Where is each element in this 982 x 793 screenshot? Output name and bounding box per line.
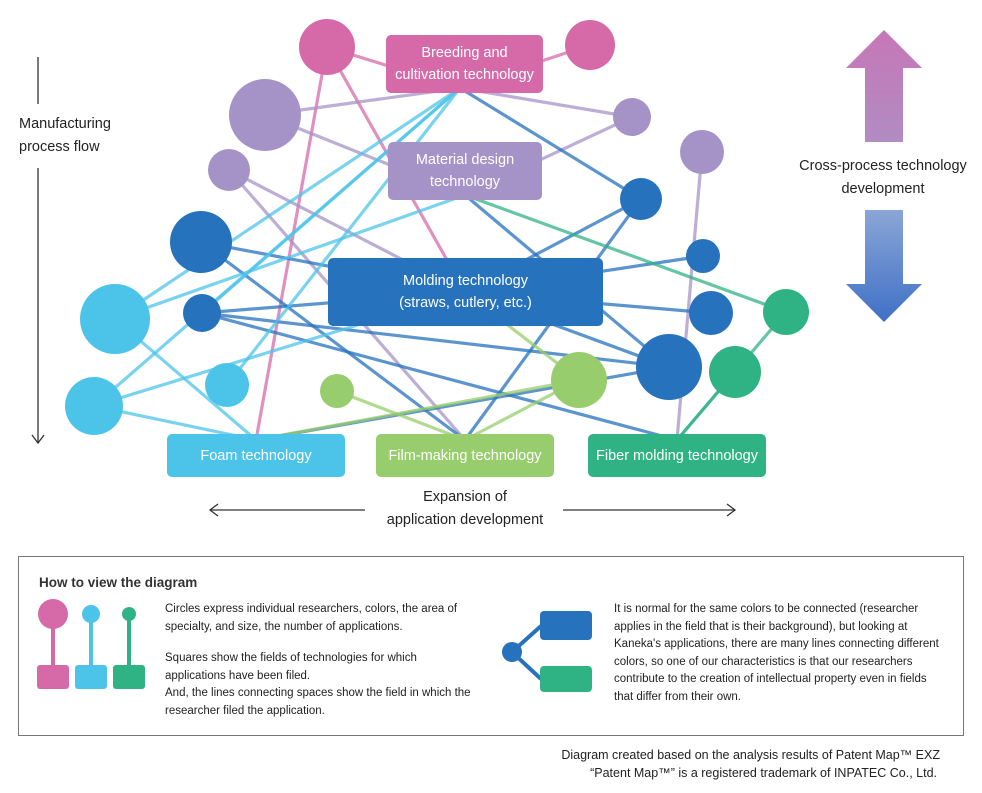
box-film-label: Film-making technology	[388, 447, 542, 464]
legend-sample-square	[113, 665, 145, 689]
legend-sample-circle	[38, 599, 68, 629]
researcher-circle	[229, 79, 301, 151]
connection-line	[114, 86, 461, 321]
box-foam: Foam technology	[167, 434, 345, 477]
footnote-line1: Diagram created based on the analysis re…	[561, 748, 940, 762]
arrows	[31, 30, 922, 517]
researcher-circle	[565, 20, 615, 70]
box-breeding-line2: cultivation technology	[395, 67, 534, 83]
researcher-circle	[299, 19, 355, 75]
researcher-circle	[208, 149, 250, 191]
manufacturing-arrow-icon	[31, 57, 45, 445]
researcher-circle	[620, 178, 662, 220]
legend-branch-square-blue	[540, 611, 592, 640]
expansion-line1: Expansion of	[423, 489, 507, 505]
manufacturing-line1: Manufacturing	[19, 116, 111, 132]
researcher-circle	[636, 334, 702, 400]
cross-process-line2: development	[841, 181, 925, 197]
legend-sample-square	[75, 665, 107, 689]
up-arrow-icon	[846, 30, 922, 142]
legend-panel: How to view the diagram Circles express …	[18, 556, 964, 736]
connection-line	[200, 86, 462, 315]
connection-line	[225, 87, 462, 386]
box-molding-line2: (straws, cutlery, etc.)	[399, 295, 532, 311]
researcher-circle	[205, 363, 249, 407]
manufacturing-process-label: Manufacturing process flow	[19, 113, 111, 159]
cross-process-label: Cross-process technology development	[795, 155, 971, 201]
researcher-circles	[65, 19, 809, 435]
connection-line	[114, 193, 466, 321]
researcher-circle	[689, 291, 733, 335]
box-foam-label: Foam technology	[200, 447, 312, 464]
legend-graphics	[37, 599, 592, 692]
box-breeding-cultivation: Breeding and cultivation technology	[386, 35, 543, 93]
legend-branch-circle	[502, 642, 522, 662]
researcher-circle	[613, 98, 651, 136]
connection-line	[336, 389, 466, 442]
expansion-label: Expansion of application development	[368, 486, 562, 532]
legend-branch-square-green	[540, 666, 592, 692]
expansion-arrows-icon	[208, 503, 737, 517]
researcher-circle	[65, 377, 123, 435]
box-breeding-line1: Breeding and	[421, 45, 508, 61]
researcher-circle	[170, 211, 232, 273]
legend-sample-square	[37, 665, 69, 689]
researcher-circle	[80, 284, 150, 354]
box-fiber-molding: Fiber molding technology	[588, 434, 766, 477]
researcher-circle	[551, 352, 607, 408]
footnote-line2: “Patent Map™” is a registered trademark …	[590, 766, 937, 780]
box-material-line1: Material design	[415, 152, 515, 168]
box-molding-line1: Molding technology	[403, 273, 528, 289]
box-material-design: Material design technology	[388, 142, 542, 200]
cross-process-line1: Cross-process technology	[799, 158, 967, 174]
connection-line	[255, 378, 580, 442]
legend-sample-circle	[122, 607, 136, 621]
researcher-circle	[320, 374, 354, 408]
box-material-line2: technology	[429, 174, 501, 190]
researcher-circle	[183, 294, 221, 332]
box-film-making: Film-making technology	[376, 434, 554, 477]
researcher-circle	[680, 130, 724, 174]
legend-title: How to view the diagram	[39, 575, 198, 590]
down-arrow-icon	[846, 210, 922, 322]
researcher-circle	[763, 289, 809, 335]
box-fiber-label: Fiber molding technology	[595, 447, 758, 464]
box-molding: Molding technology (straws, cutlery, etc…	[328, 258, 603, 326]
legend-text-circles: Circles express individual researchers, …	[165, 603, 458, 633]
legend-sample-circle	[82, 605, 100, 623]
researcher-circle	[686, 239, 720, 273]
legend-text-characteristics: It is normal for the same colors to be c…	[614, 603, 939, 703]
connection-line	[459, 86, 642, 201]
connection-line	[201, 311, 678, 442]
manufacturing-line2: process flow	[19, 139, 100, 155]
legend-text-squares: Squares show the fields of technologies …	[165, 652, 417, 682]
researcher-circle	[709, 346, 761, 398]
expansion-line2: application development	[386, 512, 544, 528]
connection-line	[464, 193, 787, 314]
legend-text-lines: And, the lines connecting spaces show th…	[165, 687, 471, 717]
